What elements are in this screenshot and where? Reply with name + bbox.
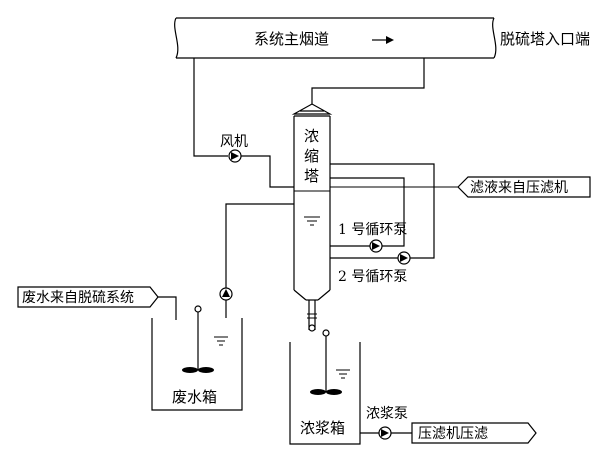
pump1-icon: [369, 239, 383, 253]
fan-inlet-duct: [193, 58, 228, 157]
filter-press-label: 压滤机压滤: [418, 426, 488, 442]
fan-outlet-duct: [241, 155, 294, 188]
tower-discharge-pipe: [307, 300, 317, 332]
slurry-tank-agitator-icon: [310, 329, 342, 395]
main-flue-label: 系统主烟道: [254, 30, 329, 48]
tower-label-2: 缩: [304, 147, 319, 165]
pump2-label: 2 号循环泵: [338, 269, 407, 285]
flow-arrow-icon: [372, 36, 394, 44]
slurry-tank-label: 浓浆箱: [300, 419, 345, 437]
main-flue-duct: 系统主烟道 脱硫塔入口端: [174, 17, 590, 59]
slurry-pump-icon: [378, 426, 392, 440]
fan-icon: [228, 149, 242, 163]
wastewater-feed-line: [225, 203, 294, 318]
waste-tank-agitator-icon: [182, 305, 214, 373]
tower-label-3: 塔: [304, 167, 319, 185]
fan-label: 风机: [220, 134, 248, 150]
pump2-icon: [397, 251, 411, 265]
wastewater-inlet-line: [158, 296, 177, 320]
wastewater-inlet-tag: 废水来自脱硫系统: [17, 286, 159, 308]
tower-label-1: 浓: [304, 127, 319, 145]
tower-level-mark-icon: [304, 216, 320, 226]
feed-pump-icon: [219, 287, 233, 301]
waste-tank-level-mark-icon: [214, 336, 228, 346]
pump2-loop: [330, 163, 435, 259]
tower-outlet-duct: [311, 58, 425, 104]
waste-water-tank: 废水箱: [151, 305, 243, 411]
desulfurization-inlet-label: 脱硫塔入口端: [500, 30, 590, 48]
concentration-tower: 浓 缩 塔: [291, 103, 333, 301]
filter-press-tag: 压滤机压滤: [411, 422, 537, 444]
pump1-loop: [330, 177, 405, 247]
wastewater-inlet-label: 废水来自脱硫系统: [22, 290, 134, 306]
slurry-tank: 浓浆箱: [289, 329, 361, 445]
slurry-pump-label: 浓浆泵: [366, 406, 408, 422]
pump1-label: 1 号循环泵: [338, 222, 407, 238]
slurry-tank-level-mark-icon: [336, 369, 350, 379]
filtrate-tag: 滤液来自压滤机: [457, 176, 591, 198]
filtrate-label: 滤液来自压滤机: [470, 180, 568, 196]
waste-tank-label: 废水箱: [172, 388, 217, 406]
